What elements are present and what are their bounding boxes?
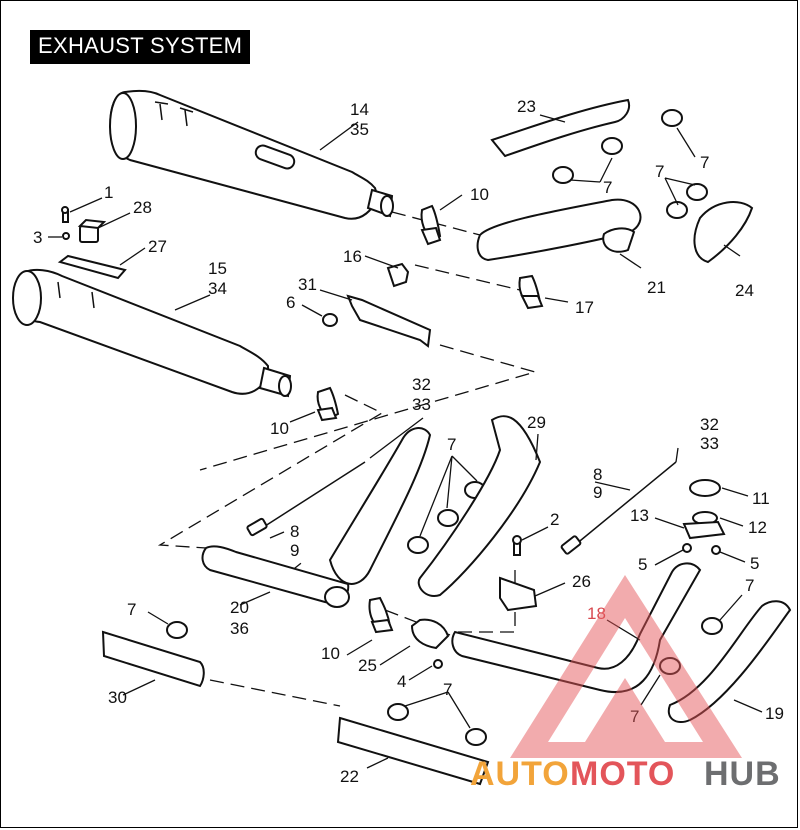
callout-1: 1 bbox=[104, 183, 113, 202]
callout-8: 8 bbox=[290, 522, 299, 541]
callout-18: 18 bbox=[587, 604, 606, 623]
callout-17: 17 bbox=[575, 298, 594, 317]
bolt-and-bracket bbox=[61, 206, 107, 243]
callout-32: 32 bbox=[700, 415, 719, 434]
svg-text:MOTO: MOTO bbox=[570, 755, 675, 793]
callout-31: 31 bbox=[298, 275, 317, 294]
callout-5: 5 bbox=[750, 554, 759, 573]
callout-7: 7 bbox=[655, 162, 664, 181]
callout-30: 30 bbox=[108, 688, 127, 707]
clamp-17 bbox=[518, 274, 544, 310]
callout-labels: 14 35 10 1 3 28 27 15 34 16 31 6 23 7 7 … bbox=[33, 97, 784, 786]
mount-bracket bbox=[322, 262, 432, 348]
callout-29: 29 bbox=[527, 413, 546, 432]
callout-22: 22 bbox=[340, 767, 359, 786]
callout-26: 26 bbox=[572, 572, 591, 591]
oxygen-sensor-right bbox=[560, 461, 677, 555]
svg-text:HUB: HUB bbox=[704, 755, 781, 793]
callout-36: 36 bbox=[230, 619, 249, 638]
muffler-clamp-front bbox=[368, 596, 394, 634]
callout-7: 7 bbox=[127, 600, 136, 619]
callout-8: 8 bbox=[593, 465, 602, 484]
gaskets bbox=[682, 479, 726, 555]
callout-21: 21 bbox=[647, 278, 666, 297]
heat-shield-30 bbox=[101, 630, 205, 688]
oxygen-sensor-left bbox=[246, 461, 366, 537]
heat-shield-strip bbox=[57, 254, 127, 280]
callout-7: 7 bbox=[700, 153, 709, 172]
callout-9: 9 bbox=[593, 483, 602, 502]
heat-shield-24 bbox=[693, 201, 754, 264]
callout-20: 20 bbox=[230, 598, 249, 617]
watermark-text: AUTO MOTO HUB bbox=[470, 755, 781, 793]
bracket-26 bbox=[499, 535, 538, 612]
muffler-lower bbox=[12, 268, 292, 398]
callout-27: 27 bbox=[148, 237, 167, 256]
callout-12: 12 bbox=[748, 518, 767, 537]
title-banner bbox=[30, 30, 250, 64]
callout-13: 13 bbox=[630, 506, 649, 525]
callout-2: 2 bbox=[550, 510, 559, 529]
callout-14: 14 bbox=[350, 100, 369, 119]
callout-25: 25 bbox=[358, 656, 377, 675]
callout-10: 10 bbox=[321, 644, 340, 663]
callout-32: 32 bbox=[412, 375, 431, 394]
callout-35: 35 bbox=[350, 120, 369, 139]
callout-11: 11 bbox=[752, 489, 770, 508]
callout-9: 9 bbox=[290, 541, 299, 560]
rear-head-pipe bbox=[476, 198, 642, 262]
callout-23: 23 bbox=[517, 97, 536, 116]
callout-19: 19 bbox=[765, 704, 784, 723]
callout-6: 6 bbox=[286, 293, 295, 312]
rear-head-pipe-19 bbox=[667, 600, 792, 724]
svg-text:AUTO: AUTO bbox=[470, 755, 570, 793]
muffler-clamp-upper bbox=[420, 204, 442, 246]
callout-7: 7 bbox=[443, 680, 452, 699]
front-crossover-pipe bbox=[328, 415, 542, 597]
callout-24: 24 bbox=[735, 281, 754, 300]
heat-shield-22 bbox=[336, 716, 490, 786]
front-head-pipe-18 bbox=[451, 562, 702, 693]
callout-33: 33 bbox=[700, 434, 719, 453]
callout-5: 5 bbox=[638, 555, 647, 574]
muffler-clamp-lower bbox=[316, 386, 340, 422]
callout-10: 10 bbox=[270, 419, 289, 438]
callout-10: 10 bbox=[470, 185, 489, 204]
callout-28: 28 bbox=[133, 198, 152, 217]
callout-3: 3 bbox=[33, 228, 42, 247]
callout-16: 16 bbox=[343, 247, 362, 266]
callout-7: 7 bbox=[603, 178, 612, 197]
muffler-upper bbox=[109, 89, 394, 220]
callout-7: 7 bbox=[447, 435, 456, 454]
clamp-25 bbox=[410, 618, 450, 669]
callout-7: 7 bbox=[630, 707, 639, 726]
header-pipe-20 bbox=[201, 545, 350, 608]
leader-lines bbox=[48, 114, 763, 769]
watermark-logo bbox=[510, 575, 742, 758]
callout-33: 33 bbox=[412, 395, 431, 414]
callout-4: 4 bbox=[397, 672, 406, 691]
callout-34: 34 bbox=[208, 279, 227, 298]
callout-15: 15 bbox=[208, 259, 227, 278]
callout-7: 7 bbox=[745, 576, 754, 595]
page-title: EXHAUST SYSTEM bbox=[38, 33, 243, 58]
